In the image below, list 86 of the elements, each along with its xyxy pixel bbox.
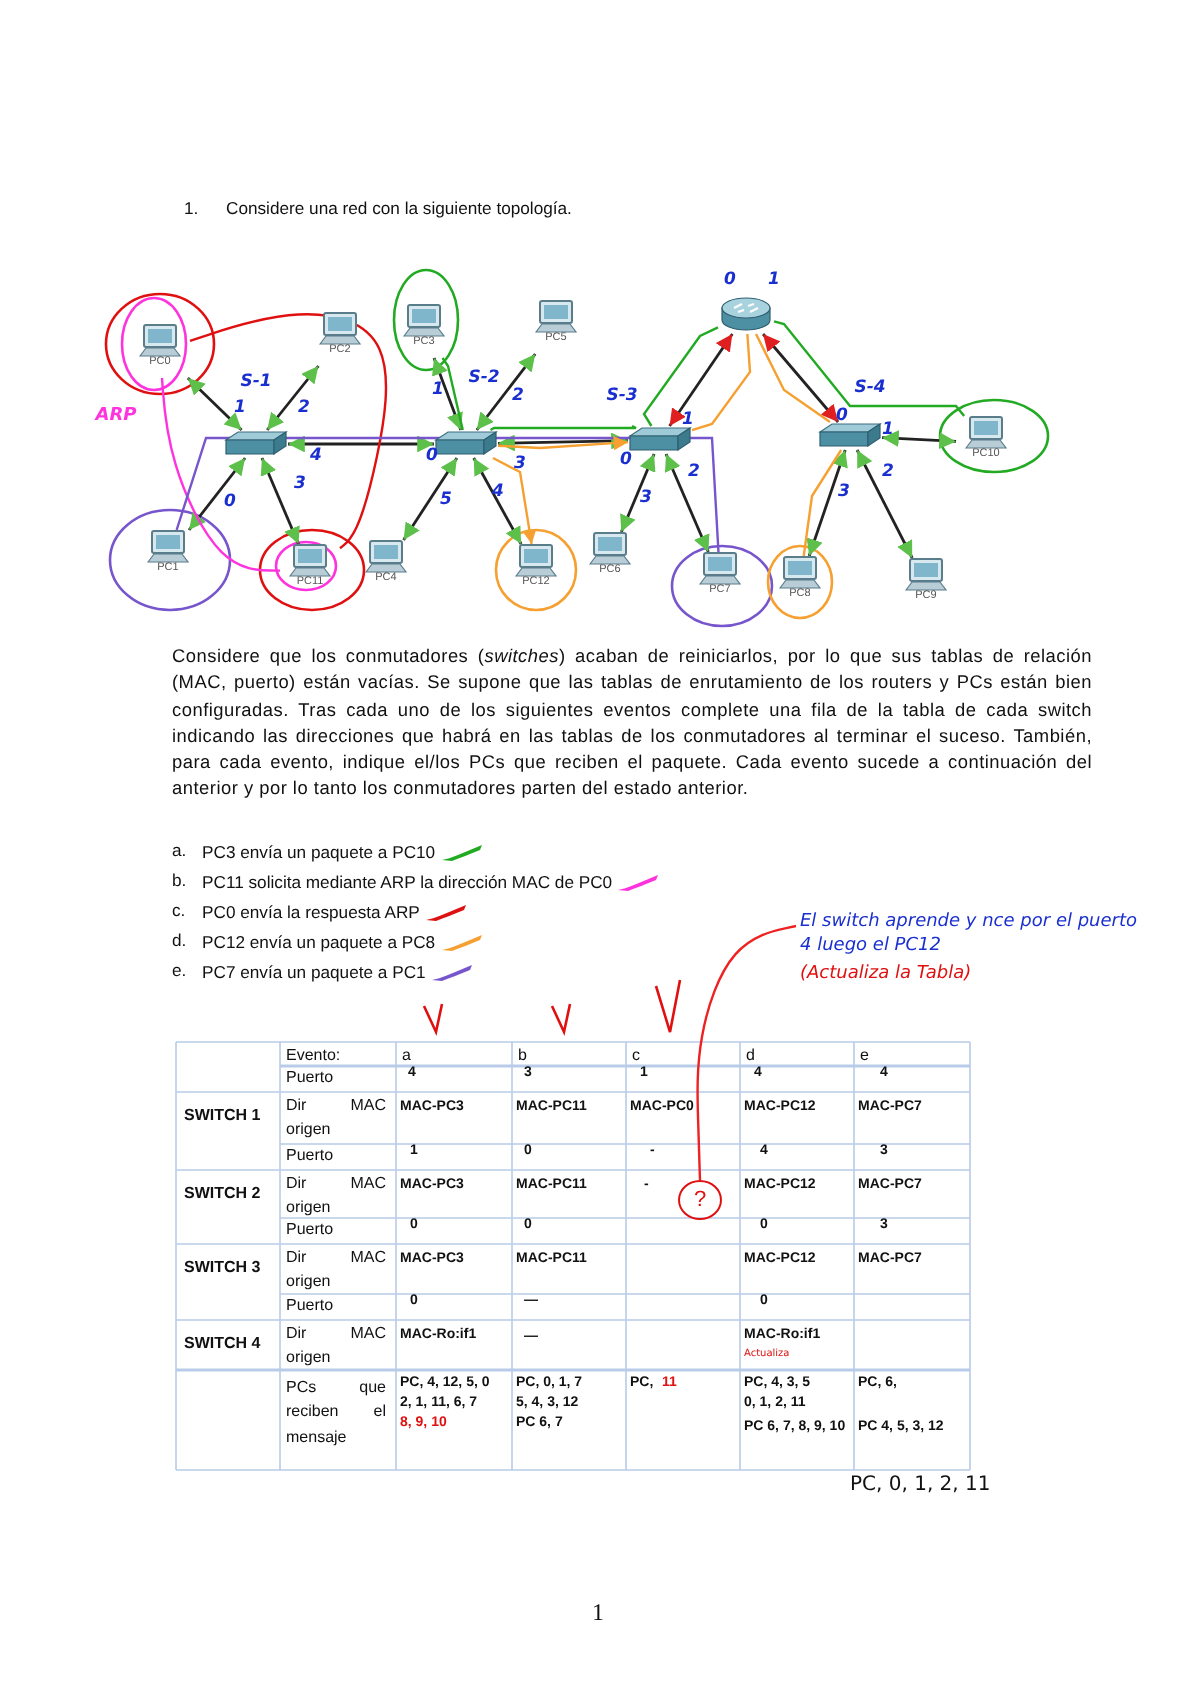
handwritten-note: PC, 0, 1, 2, 11: [850, 1474, 991, 1497]
port-number: 2: [512, 388, 524, 408]
network-link: [186, 377, 243, 431]
network-link: [472, 457, 523, 545]
network-link: [288, 435, 434, 453]
network-link: [402, 457, 459, 541]
port-number: 3: [294, 476, 306, 496]
network-link: [668, 333, 734, 427]
row-header: Dir MAC origen: [286, 1322, 386, 1371]
event-text: PC0 envía la respuesta ARP: [202, 902, 420, 922]
packet-path: [160, 377, 280, 572]
list-letter: c.: [172, 902, 186, 922]
packet-path: [773, 320, 966, 417]
column-header: e: [860, 1046, 869, 1065]
note-text: (Actualiza la Tabla): [800, 962, 974, 987]
row-header: PCs que reciben el mensaje: [286, 1376, 386, 1450]
port-number: 1: [682, 412, 694, 432]
packet-path: [489, 424, 638, 432]
row-header: Dir MAC origen: [286, 1246, 386, 1295]
handwritten-note: El switch aprende y nce por el puerto 4 luego el PC12: [800, 910, 1140, 959]
paragraph: Considere que los conmutadores (switches) acaban de reiniciarlos, por lo que sus tablas de relación (MAC, puerto) están vacías. Se supone que las tablas de enrutamiento de los routers y PCs están bien configuradas. Tras cada uno de los siguientes eventos complete una fila de la tabla de cada switch indicando las direcciones que habrá en las tablas de los conmutadores al terminar el suceso. También, para cada evento, indique el/los PCs que reciben el paquete. Cada evento sucede a continuación del anterior y por lo tanto los conmutadores parten del estado anterior.: [172, 644, 1092, 803]
port-number: 2: [688, 464, 700, 484]
row-header: Dir MAC origen: [286, 1094, 386, 1143]
list-letter: e.: [172, 962, 187, 982]
network-link: [432, 357, 463, 431]
port-number: 4: [310, 448, 322, 468]
row-header: Puerto: [286, 1146, 334, 1165]
row-header: Puerto: [286, 1220, 334, 1239]
port-number: 1: [882, 422, 894, 442]
packet-path: [642, 326, 719, 427]
event-text: PC11 solicita mediante ARP la dirección MAC de PC0: [202, 872, 613, 892]
column-header: a: [402, 1046, 411, 1065]
switch-annotation: S-3: [606, 388, 638, 408]
port-number: 4: [492, 484, 504, 504]
column-header: b: [518, 1046, 527, 1065]
port-number: 1: [234, 400, 246, 420]
port-number: 0: [836, 408, 848, 428]
row-header: SWITCH 3: [184, 1258, 261, 1277]
page-number: 1: [592, 1600, 604, 1628]
switch-annotation: S-4: [854, 380, 886, 400]
network-link: [260, 457, 300, 545]
row-header: SWITCH 2: [184, 1184, 261, 1203]
packet-path: [441, 357, 464, 431]
network-link: [266, 365, 320, 431]
port-number: 3: [514, 456, 526, 476]
event-text: PC7 envía un paquete a PC1: [202, 962, 426, 982]
port-number: 0: [620, 452, 632, 472]
port-number: 0: [724, 272, 736, 292]
list-number: 1.: [184, 200, 199, 220]
list-letter: a.: [172, 842, 187, 862]
list-letter: b.: [172, 872, 187, 892]
switch-annotation: S-2: [468, 370, 500, 390]
network-link: [187, 457, 247, 531]
annotation-text: ARP: [95, 405, 137, 427]
network-link: [855, 449, 914, 559]
network-link: [620, 453, 656, 533]
port-number: 3: [838, 484, 850, 504]
row-header: SWITCH 4: [184, 1334, 261, 1353]
port-number: 0: [426, 448, 438, 468]
event-text: PC3 envía un paquete a PC10: [202, 842, 436, 862]
event-text: PC12 envía un paquete a PC8: [202, 932, 436, 952]
network-link: [664, 453, 710, 553]
port-number: 3: [640, 490, 652, 510]
row-header: Puerto: [286, 1296, 334, 1315]
packet-path: [175, 436, 720, 553]
port-number: 2: [298, 400, 310, 420]
port-number: 2: [882, 464, 894, 484]
port-number: 1: [432, 382, 444, 402]
column-header: d: [746, 1046, 755, 1065]
row-header: Dir MAC origen: [286, 1172, 386, 1221]
row-header: Puerto: [286, 1068, 334, 1087]
port-number: 1: [768, 272, 780, 292]
packet-path: [691, 333, 752, 432]
question-mark-circle: ?: [678, 1180, 722, 1220]
question-text: Considere una red con la siguiente topología.: [226, 200, 572, 220]
network-link: [475, 353, 537, 431]
port-number: 0: [224, 494, 236, 514]
packet-path: [492, 456, 537, 545]
column-header: Evento:: [286, 1046, 341, 1065]
network-link: [881, 430, 957, 449]
column-header: c: [632, 1046, 640, 1065]
list-letter: d.: [172, 932, 187, 952]
row-header: SWITCH 1: [184, 1106, 261, 1125]
packet-path: [189, 313, 388, 550]
port-number: 5: [440, 492, 452, 512]
switch-annotation: S-1: [240, 374, 272, 394]
